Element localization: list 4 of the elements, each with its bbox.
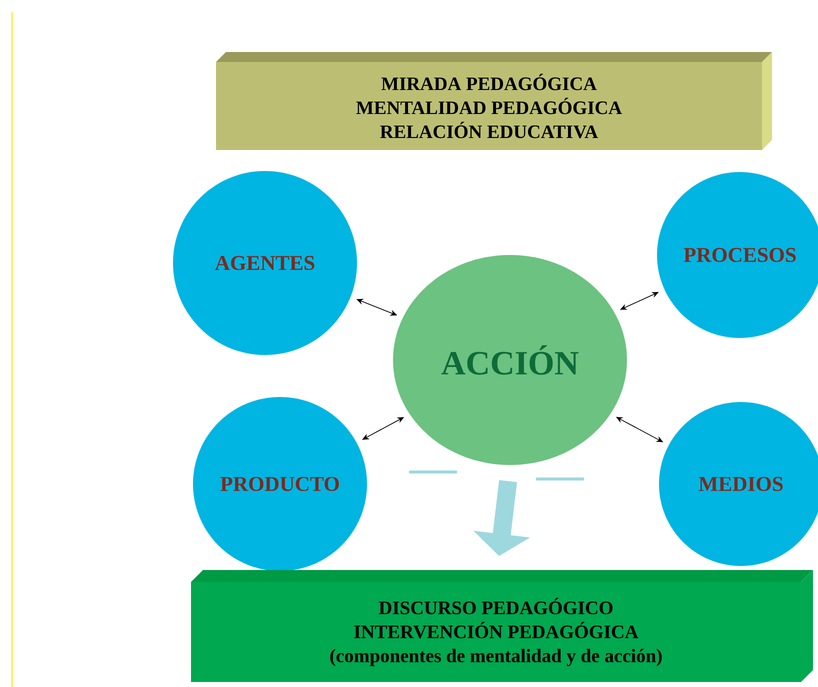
circle-node: PRODUCTO	[193, 397, 367, 571]
banner-box: MIRADA PEDAGÓGICA MENTALIDAD PEDAGÓGICA RELACIÓN EDUCATIVA	[216, 52, 772, 150]
banner-box: DISCURSO PEDAGÓGICO INTERVENCIÓN PEDAGÓGICA (componentes de mentalidad y de acción)	[191, 570, 813, 682]
circle-node: AGENTES	[173, 171, 357, 355]
